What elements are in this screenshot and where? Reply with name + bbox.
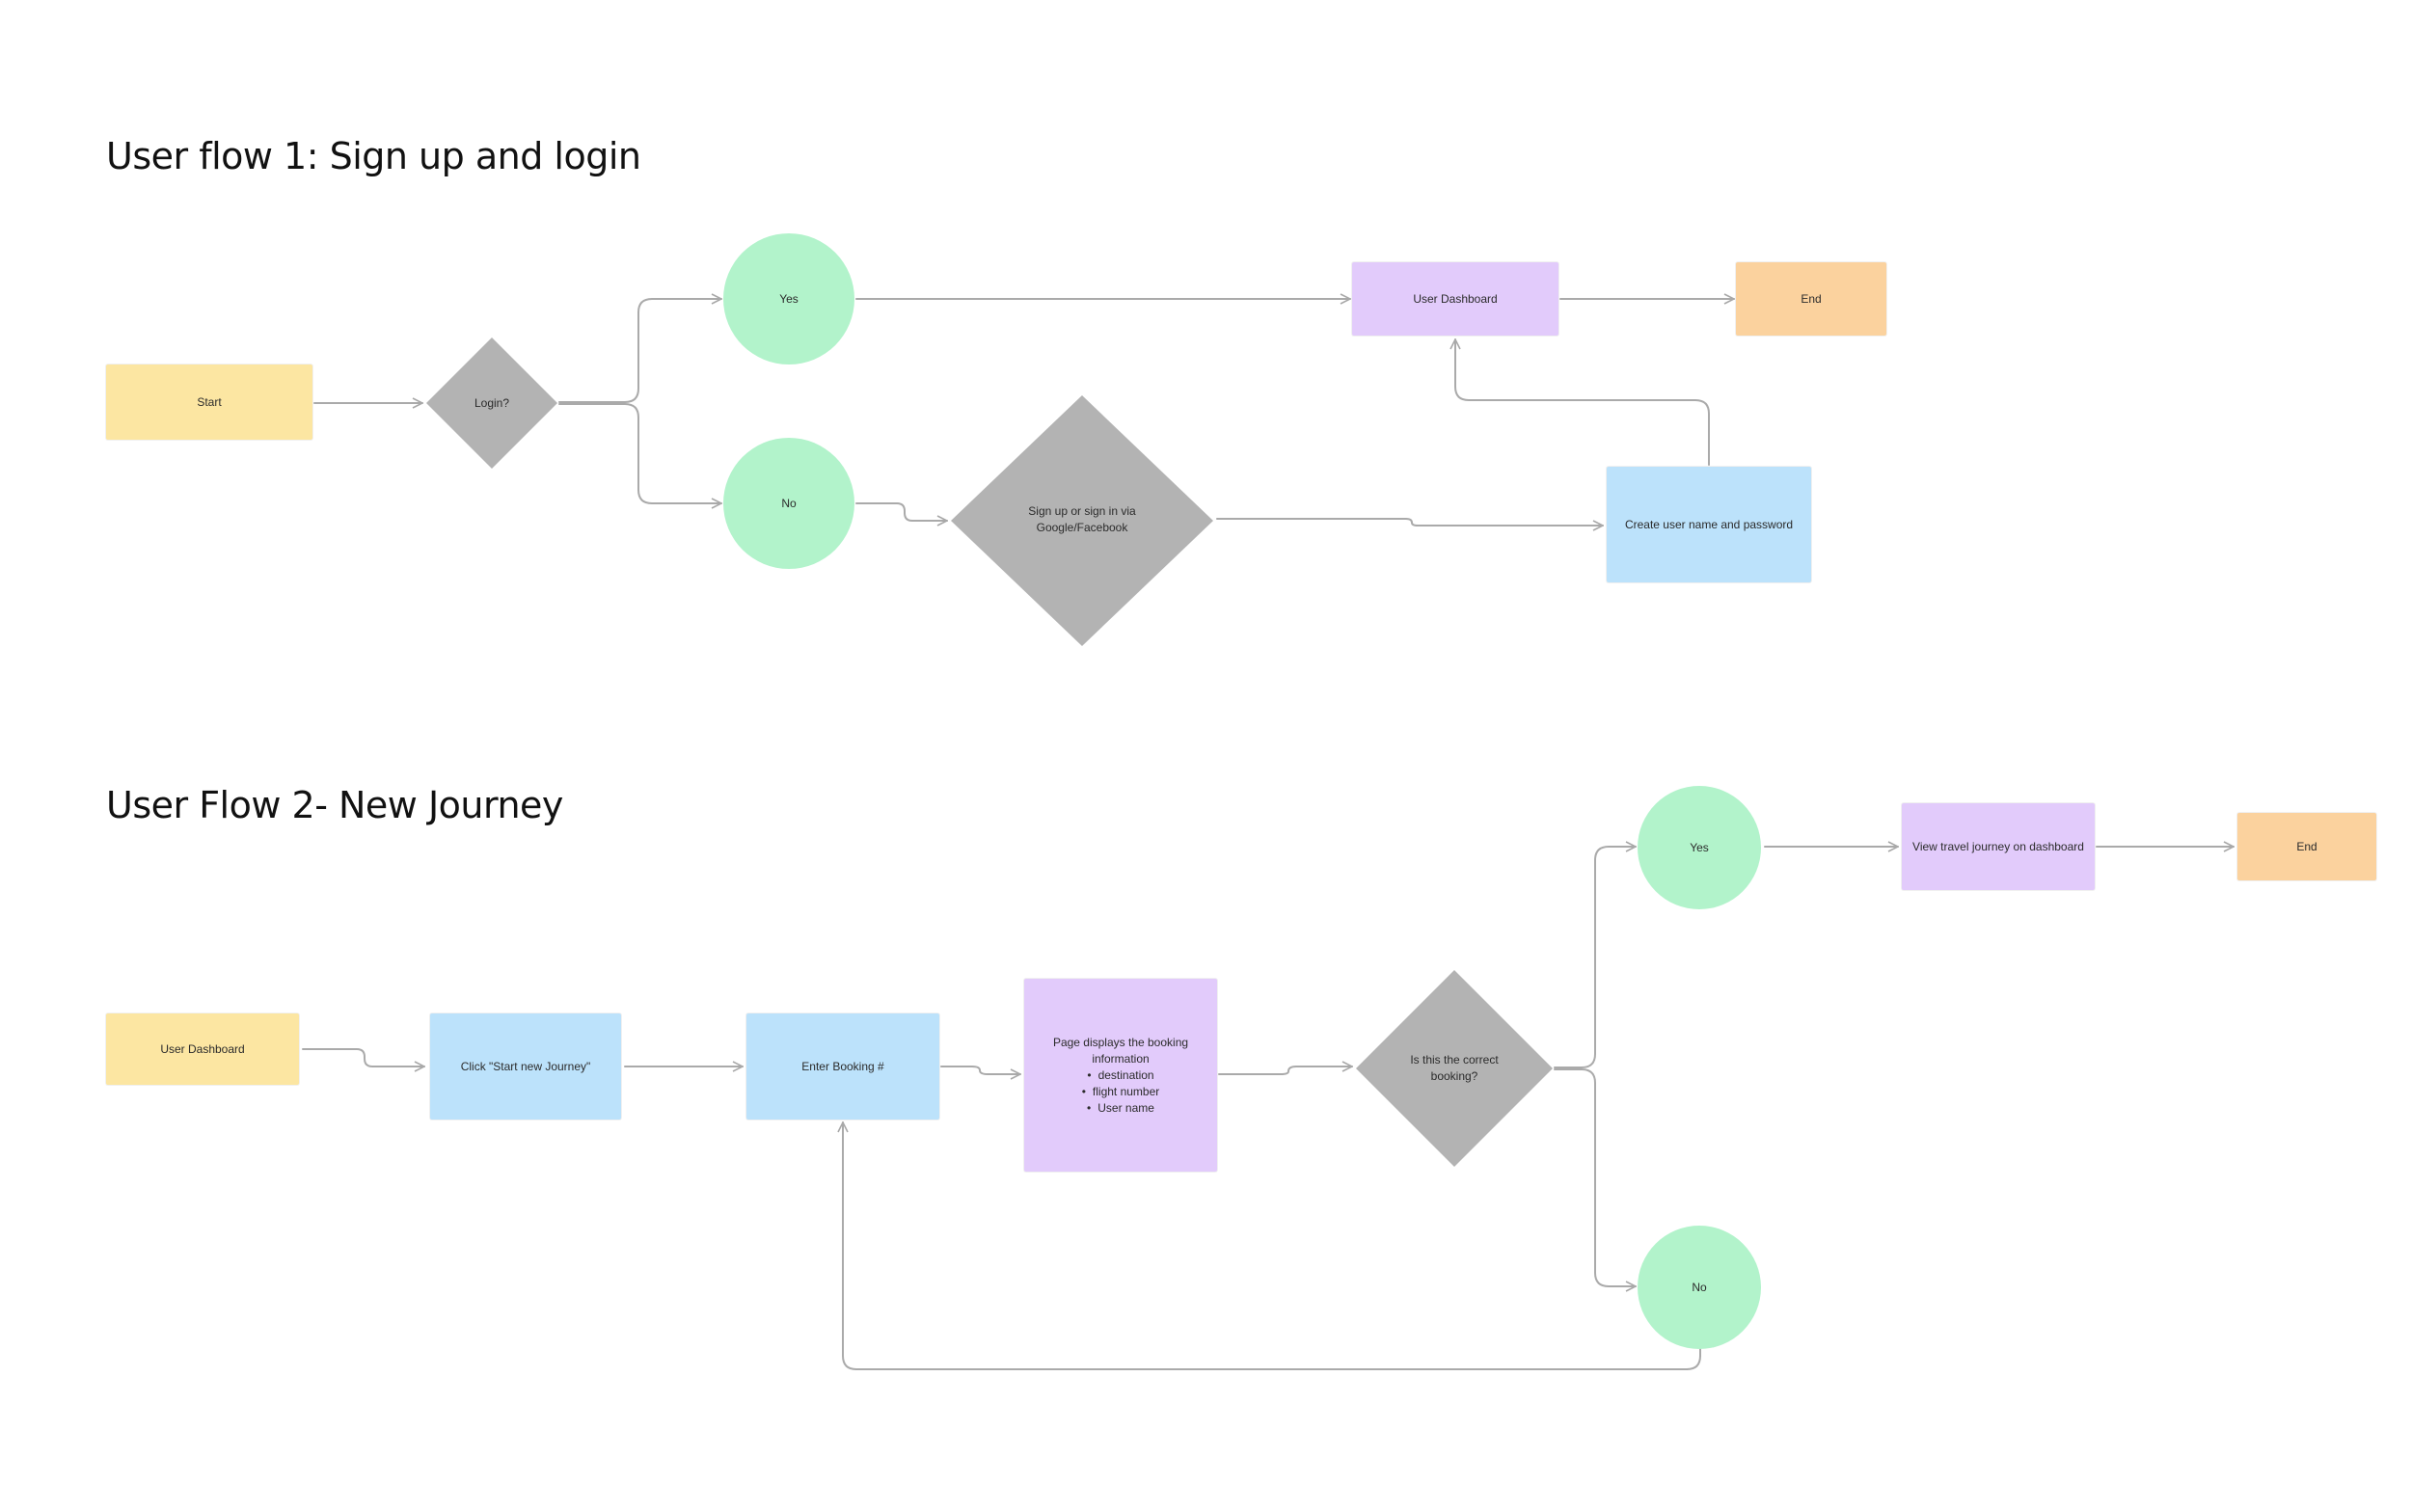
signup-decision-shape bbox=[951, 395, 1213, 646]
flow2-page-displays-text: Page displays the booking information bbox=[1052, 1035, 1189, 1066]
flow1-end-node: End bbox=[1736, 262, 1886, 336]
connector-login-no bbox=[558, 403, 722, 503]
flow2-enter-booking-node: Enter Booking # bbox=[746, 1013, 939, 1120]
flow1-login-decision-label: Login? bbox=[474, 395, 510, 410]
flow1-no-node: No bbox=[723, 438, 854, 569]
connector-page-correct bbox=[1218, 1066, 1353, 1075]
list-item: destination bbox=[1082, 1067, 1160, 1084]
connector-login-yes bbox=[558, 299, 722, 403]
flow2-no-node: No bbox=[1638, 1226, 1761, 1349]
connector-no-enter-loop bbox=[843, 1121, 1701, 1370]
flow1-create-node: Create user name and password bbox=[1607, 467, 1811, 582]
flow1-dashboard-node: User Dashboard bbox=[1352, 262, 1558, 336]
flow2-page-displays-node: Page displays the booking information de… bbox=[1024, 979, 1217, 1172]
connector-signup-create bbox=[1216, 518, 1604, 526]
login-decision-shape bbox=[426, 338, 557, 469]
flow2-booking-info-list: destination flight number User name bbox=[1082, 1067, 1160, 1117]
flow2-correct-decision-label: Is this the correct booking? bbox=[1410, 1053, 1499, 1083]
connector-dashboard-click bbox=[302, 1048, 425, 1066]
flow2-view-journey-node: View travel journey on dashboard bbox=[1902, 803, 2095, 890]
connector-enter-page bbox=[940, 1066, 1021, 1074]
flow2-title: User Flow 2- New Journey bbox=[106, 784, 563, 826]
flow2-yes-node: Yes bbox=[1638, 786, 1761, 909]
flow2-end-node: End bbox=[2237, 813, 2376, 880]
flow2-click-start-node: Click "Start new Journey" bbox=[430, 1013, 621, 1120]
connector-correct-no bbox=[1554, 1068, 1637, 1286]
connector-correct-yes bbox=[1554, 847, 1637, 1068]
flow2-dashboard-node: User Dashboard bbox=[106, 1013, 299, 1085]
flow1-yes-node: Yes bbox=[723, 233, 854, 364]
list-item: User name bbox=[1082, 1100, 1160, 1117]
connector-no-signup bbox=[855, 502, 948, 521]
connector-create-dashboard bbox=[1455, 338, 1710, 466]
list-item: flight number bbox=[1082, 1084, 1159, 1100]
flow1-title: User flow 1: Sign up and login bbox=[106, 135, 641, 177]
flow1-start-node: Start bbox=[106, 364, 312, 440]
flow1-signup-decision-label: Sign up or sign in via Google/Facebook bbox=[1028, 504, 1136, 534]
correct-booking-decision-shape bbox=[1356, 970, 1553, 1167]
